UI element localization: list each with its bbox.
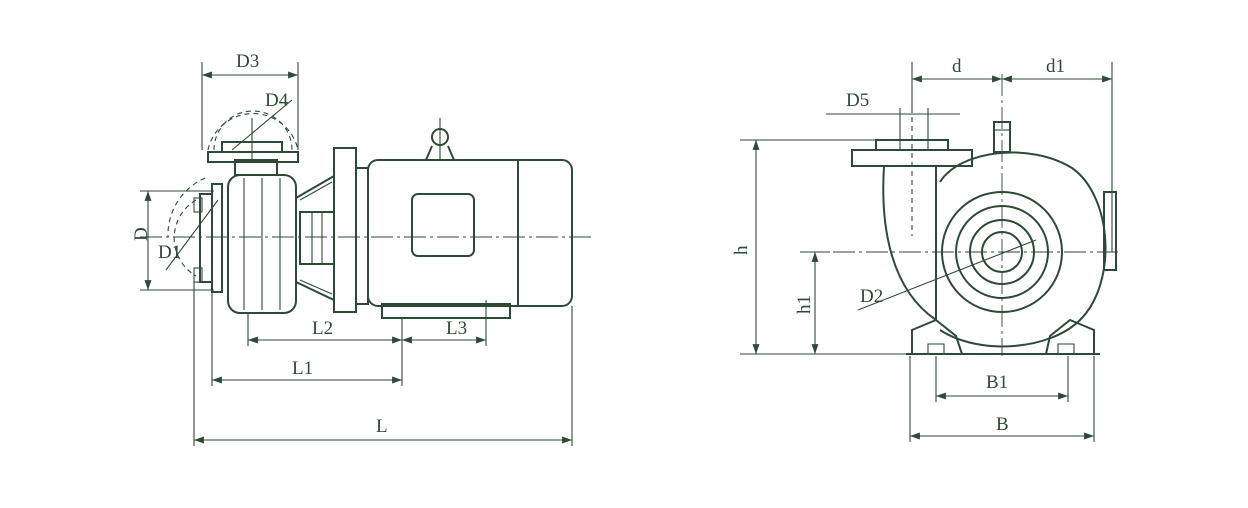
end-view: d d1 D5 h h1 D2 B1 B [731, 56, 1118, 442]
label-D: D [131, 227, 152, 241]
side-view: D3 D4 D D1 L2 L3 L1 L [131, 51, 592, 446]
label-D4: D4 [265, 90, 289, 111]
label-D2: D2 [860, 286, 883, 307]
label-h1: h1 [794, 295, 815, 314]
volute-casing [857, 121, 1117, 348]
label-B1: B1 [986, 372, 1008, 393]
motor [367, 118, 573, 319]
label-d1: d1 [1046, 56, 1065, 77]
label-d: d [952, 56, 962, 77]
label-L2: L2 [312, 318, 333, 339]
label-B: B [996, 414, 1009, 435]
pump-casing [227, 159, 297, 314]
label-D3: D3 [236, 51, 259, 72]
label-D5: D5 [846, 90, 869, 111]
base-feet [906, 318, 1100, 355]
label-h: h [731, 245, 752, 255]
label-D1: D1 [158, 242, 181, 263]
inlet-flange [165, 177, 223, 293]
label-L: L [376, 416, 388, 437]
bracket-coupling [295, 147, 369, 313]
label-L1: L1 [292, 358, 313, 379]
outlet-flange [207, 99, 299, 163]
label-L3: L3 [446, 318, 467, 339]
